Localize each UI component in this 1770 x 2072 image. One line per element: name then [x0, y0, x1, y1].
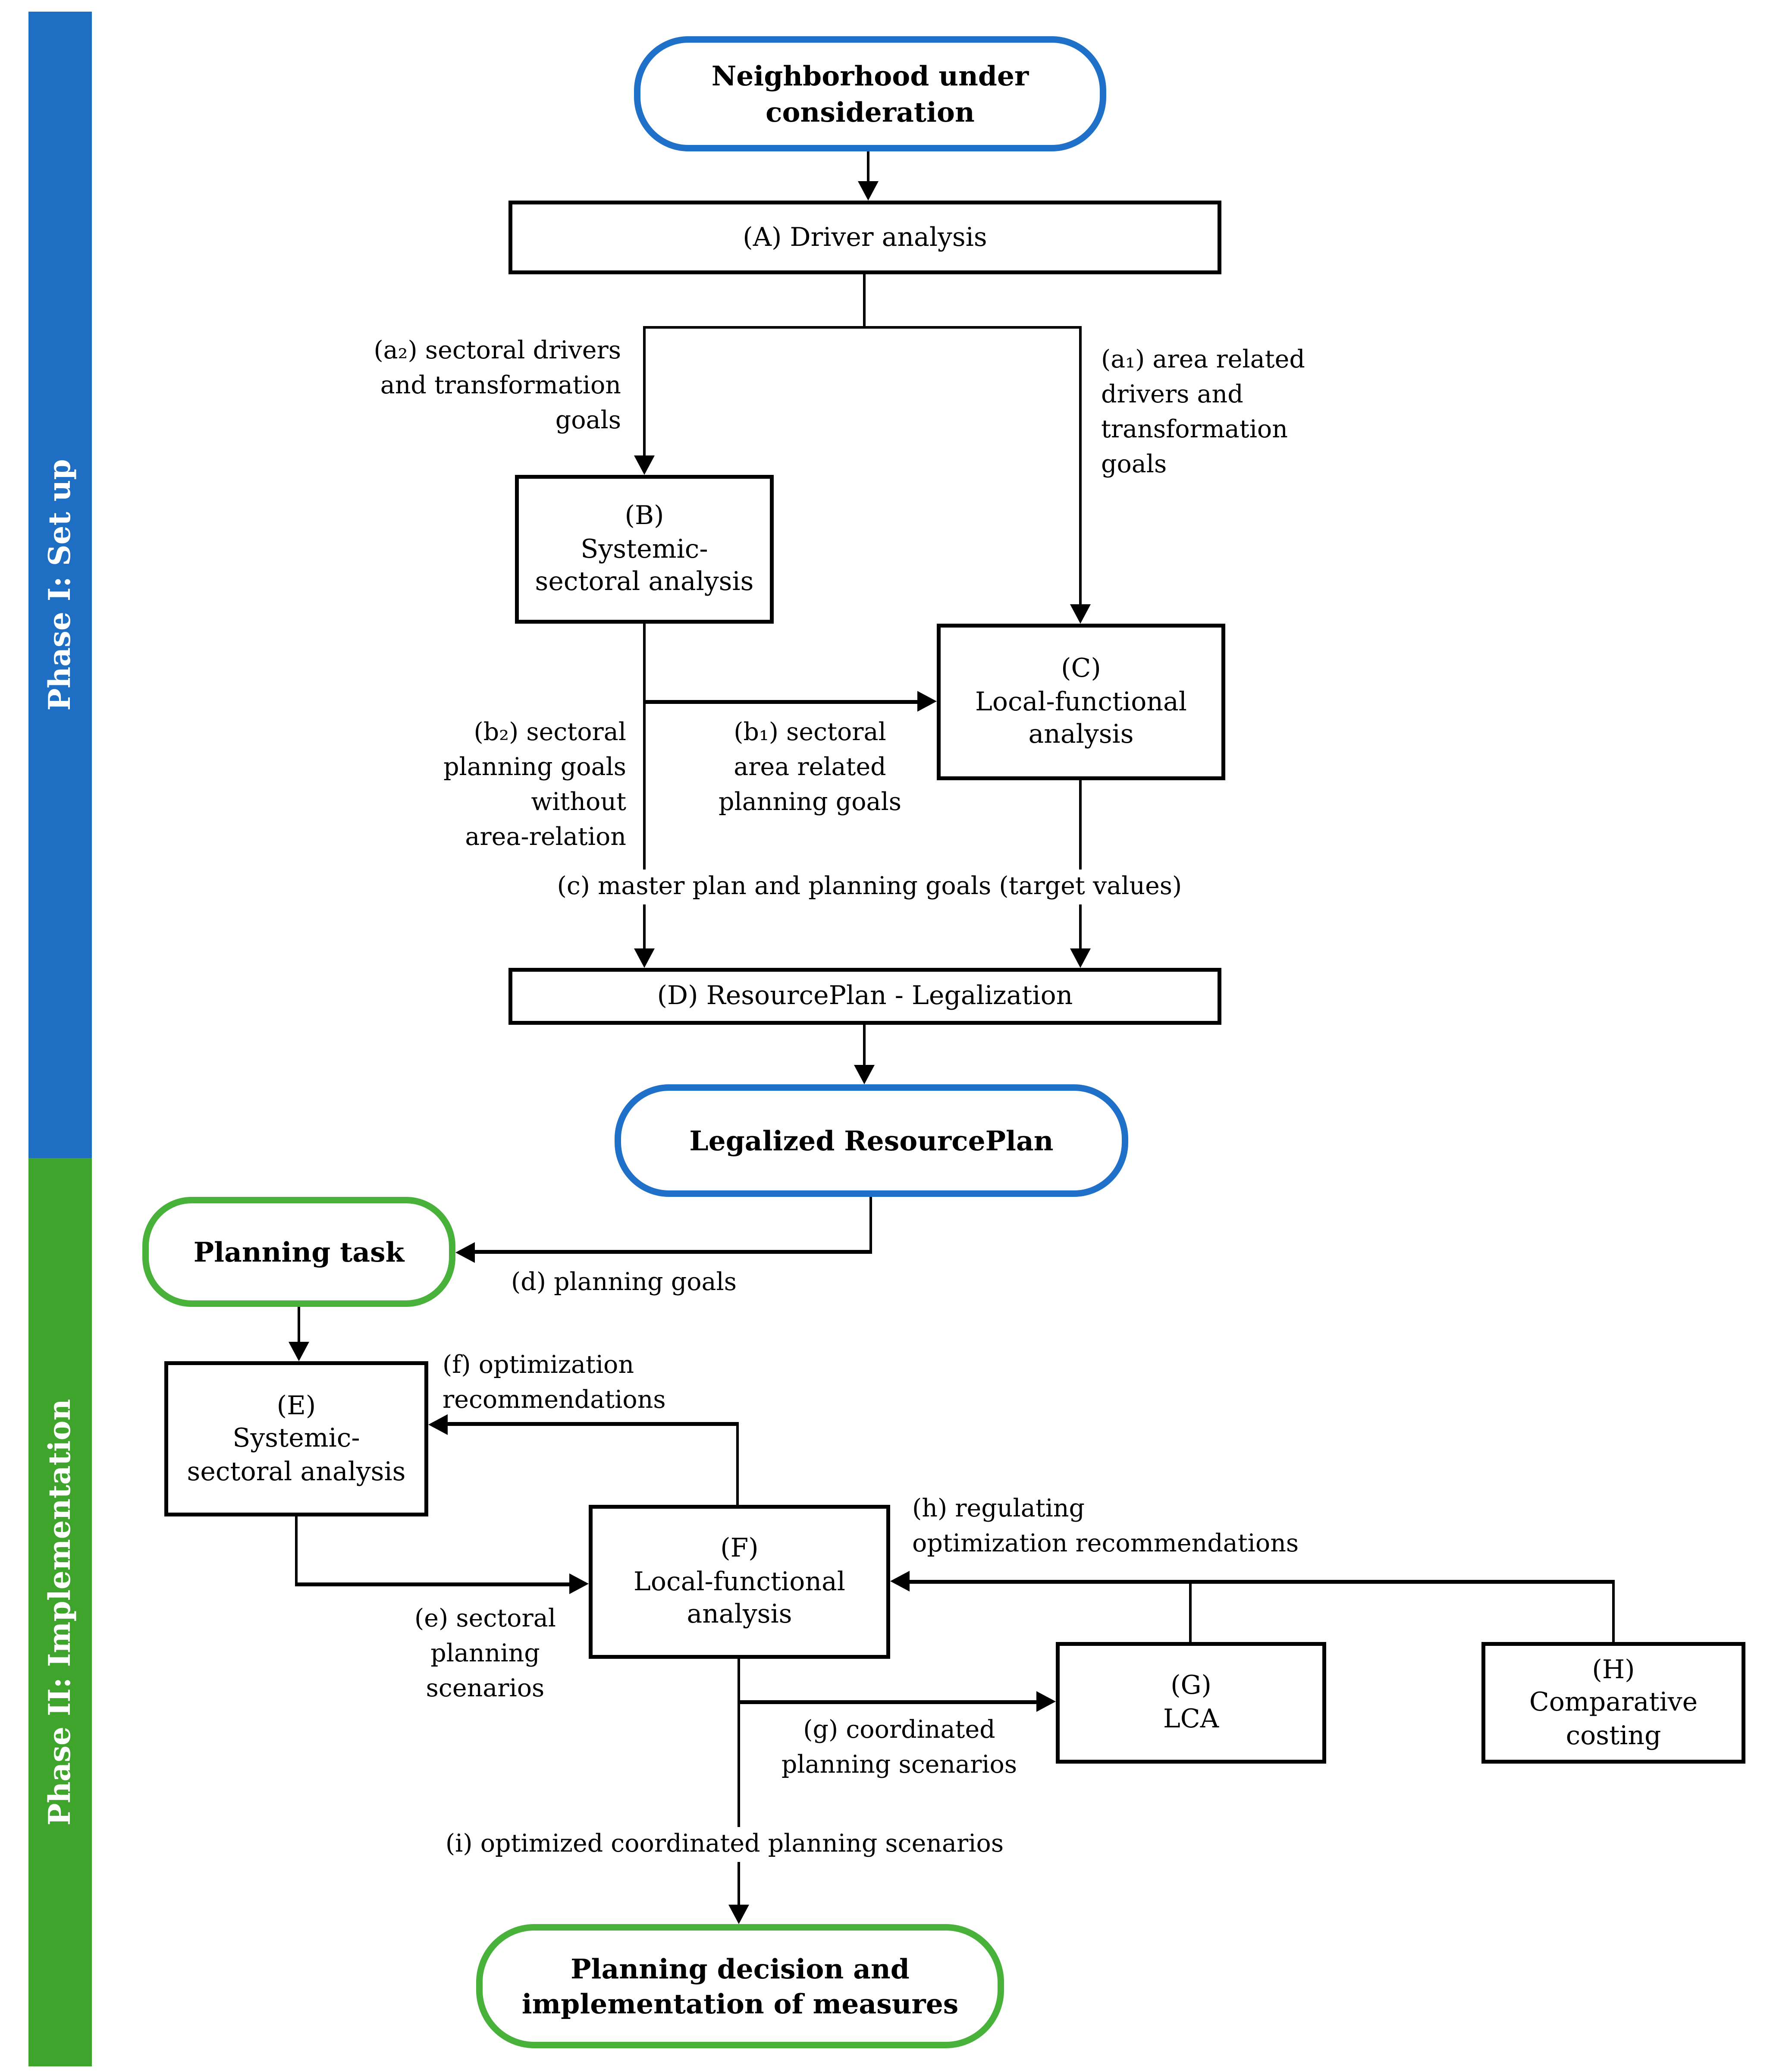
arrow-into-e-right — [428, 1414, 448, 1435]
edge-label-a2: (a₂) sectoral drivers and transformation… — [373, 336, 621, 435]
phase2-bar — [28, 1158, 92, 2066]
arrow-into-e — [289, 1342, 309, 1361]
edge-h-branch-h-line — [1612, 1580, 1615, 1642]
edge-a-stem-line — [863, 274, 866, 327]
edge-c-to-d-line — [1079, 780, 1082, 952]
phase1-bar — [28, 12, 92, 1158]
edge-f-recommendations-stem-line — [736, 1422, 739, 1505]
node-b-systemic-sectoral-analysis: (B) Systemic- sectoral analysis — [515, 475, 774, 624]
arrow-into-c-left — [917, 691, 937, 712]
edge-h-recommendations-line — [906, 1580, 1615, 1584]
arrow-into-d-left — [634, 948, 655, 968]
edge-label-b1: (b₁) sectoral area related planning goal… — [719, 718, 901, 816]
edge-a-split-line — [643, 326, 1082, 329]
edge-a2-to-b-line — [643, 326, 646, 459]
node-f-local-functional-analysis: (F) Local-functional analysis — [589, 1505, 890, 1659]
arrow-into-f-right — [890, 1571, 910, 1592]
node-g-lca: (G) LCA — [1056, 1642, 1326, 1764]
arrow-into-a — [858, 181, 879, 201]
arrow-into-planning-task — [455, 1242, 475, 1263]
node-c-local-functional-analysis: (C) Local-functional analysis — [937, 624, 1225, 780]
edge-b-to-d-line — [643, 624, 646, 952]
node-e-systemic-sectoral-analysis: (E) Systemic- sectoral analysis — [164, 1361, 428, 1516]
edge-label-a1: (a₁) area related drivers and transforma… — [1101, 345, 1305, 479]
edge-e-stem-line — [295, 1516, 298, 1585]
edge-label-g: (g) coordinated planning scenarios — [781, 1716, 1017, 1779]
edge-label-e: (e) sectoral planning scenarios — [414, 1604, 556, 1703]
edge-label-b2: (b₂) sectoral planning goals without are… — [443, 718, 626, 851]
node-planning-decision-terminal: Planning decision and implementation of … — [476, 1924, 1004, 2048]
edge-f-to-decision-line — [738, 1659, 740, 1909]
edge-h-branch-g-line — [1189, 1580, 1192, 1642]
arrow-into-f-left — [569, 1573, 589, 1594]
arrow-into-d-right — [1070, 948, 1091, 968]
node-legalized-resourceplan-terminal: Legalized ResourcePlan — [615, 1084, 1128, 1197]
edge-d-planning-goals-line — [471, 1250, 872, 1254]
node-neighborhood-terminal: Neighborhood under consideration — [634, 36, 1106, 151]
phase2-label: Phase II: Implementation — [43, 1399, 78, 1826]
edge-legalized-stem-line — [869, 1197, 872, 1253]
edge-d-to-legalized-line — [863, 1025, 866, 1069]
edge-label-h: (h) regulating optimization recommendati… — [912, 1494, 1299, 1558]
arrow-into-b — [634, 455, 655, 475]
edge-f-recommendations-line — [444, 1422, 739, 1426]
phase1-label: Phase I: Set up — [43, 459, 78, 711]
arrow-into-g-left — [1036, 1691, 1056, 1712]
node-h-comparative-costing: (H) Comparative costing — [1481, 1642, 1745, 1764]
edge-label-i: (i) optimized coordinated planning scena… — [409, 1827, 1040, 1862]
edge-g-scenarios-line — [738, 1700, 1040, 1704]
edge-e-scenarios-line — [295, 1582, 573, 1586]
edge-b1-to-c-line — [643, 700, 917, 704]
arrow-into-c — [1070, 604, 1091, 624]
arrow-into-legalized — [854, 1065, 875, 1084]
edge-neighborhood-to-a-line — [867, 151, 869, 185]
edge-label-c: (c) master plan and planning goals (targ… — [515, 870, 1224, 904]
node-d-resourceplan-legalization: (D) ResourcePlan - Legalization — [508, 968, 1221, 1025]
arrow-into-decision — [728, 1905, 749, 1924]
node-a-driver-analysis: (A) Driver analysis — [508, 201, 1221, 274]
node-planning-task-terminal: Planning task — [142, 1197, 455, 1307]
edge-label-d: (d) planning goals — [511, 1268, 737, 1297]
edge-planning-task-to-e-line — [298, 1307, 300, 1346]
edge-a1-to-c-line — [1079, 326, 1082, 608]
edge-label-f: (f) optimization recommendations — [442, 1351, 666, 1414]
